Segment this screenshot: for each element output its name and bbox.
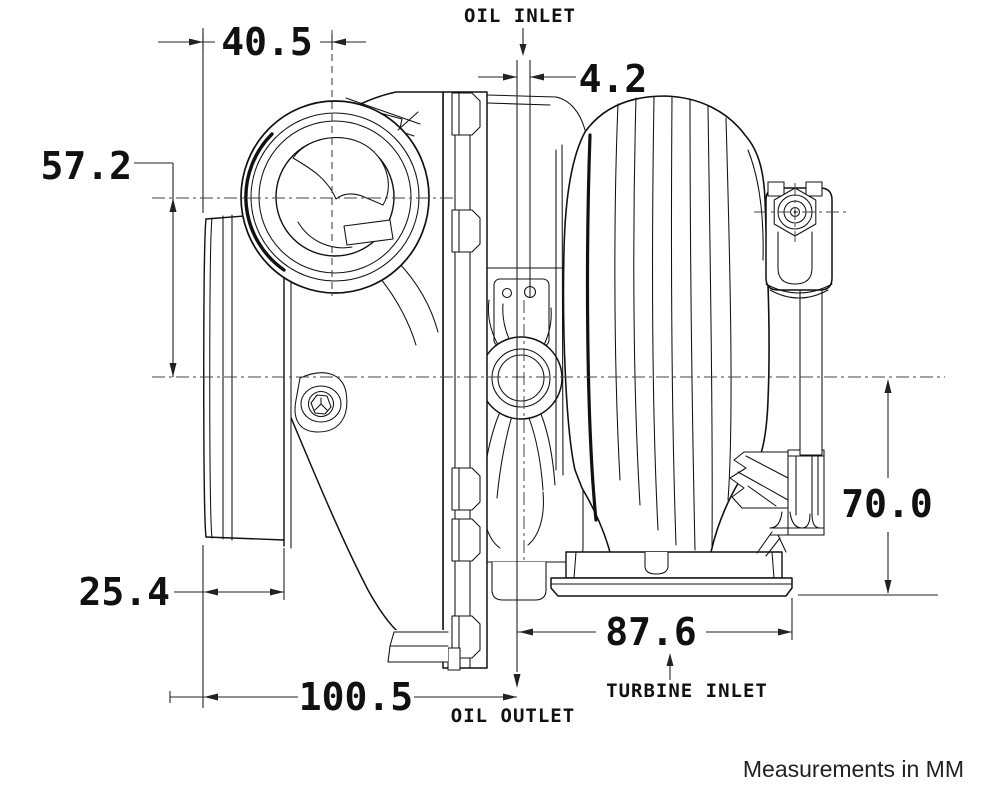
oil-inlet-label: OIL INLET: [464, 5, 576, 27]
dim-value-70-0: 70.0: [841, 482, 933, 526]
turbine-inlet-arrow-icon: [666, 653, 674, 666]
dim-value-25-4: 25.4: [78, 570, 170, 614]
label-oil-outlet: OIL OUTLET: [451, 674, 575, 727]
compressor-backplate: [442, 91, 586, 671]
clamp-bolt: [451, 92, 481, 136]
dim-compressor-center-height: 57.2: [40, 144, 177, 377]
clamp-bolt: [451, 467, 481, 511]
compressor-inlet-bell: [240, 100, 430, 294]
dim-turbine-flange-height: 70.0: [798, 379, 938, 596]
vband-section-cut: [729, 449, 825, 553]
dim-turbine-flange-length: 87.6: [517, 598, 793, 654]
label-oil-inlet: OIL INLET: [464, 5, 576, 56]
measurements-note: Measurements in MM: [743, 756, 964, 782]
turbine-inlet-label: TURBINE INLET: [606, 680, 768, 702]
centerlines: [152, 30, 945, 560]
clamp-bolt: [451, 518, 481, 562]
dim-compressor-depth: 40.5: [158, 20, 366, 213]
oil-outlet-arrow-icon: [513, 674, 521, 688]
dim-outlet-flange-depth: 25.4: [78, 545, 285, 708]
dim-value-87-6: 87.6: [605, 610, 697, 654]
dim-value-57-2: 57.2: [40, 144, 132, 188]
dim-value-4-2: 4.2: [579, 57, 648, 101]
oil-inlet-arrow-icon: [519, 44, 527, 56]
dim-value-40-5: 40.5: [221, 20, 313, 64]
actuator-bracket: [765, 181, 833, 456]
center-housing: [457, 267, 584, 601]
turbine-inlet-flange: [550, 531, 793, 597]
label-turbine-inlet: TURBINE INLET: [606, 653, 768, 702]
dim-oil-inlet-offset: 4.2: [478, 57, 647, 672]
dim-overall-length: 100.5: [169, 675, 517, 719]
turbine-housing: [555, 95, 770, 561]
oil-outlet-label: OIL OUTLET: [451, 705, 575, 727]
clamp-bolt: [451, 209, 481, 253]
volute-bolt: [294, 372, 348, 433]
dim-value-100-5: 100.5: [299, 675, 413, 719]
